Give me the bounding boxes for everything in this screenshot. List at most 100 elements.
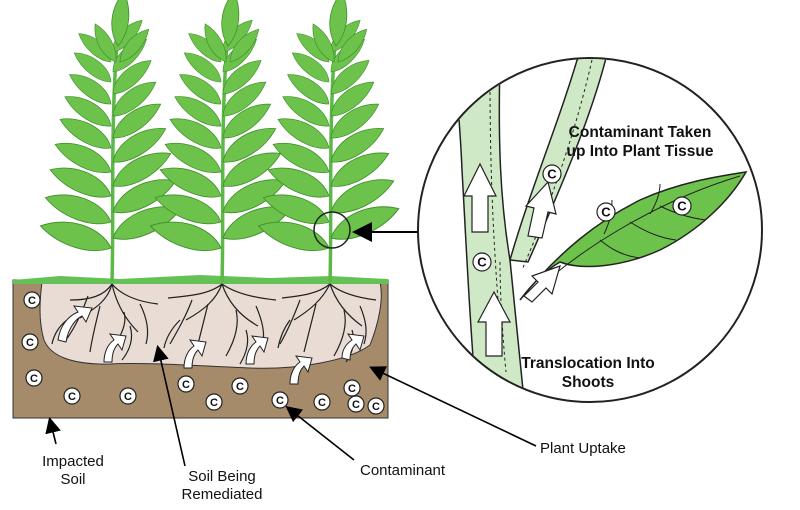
contaminant-marker: C bbox=[367, 397, 385, 415]
uptake-arrow bbox=[341, 333, 365, 361]
contaminant-marker: C bbox=[177, 375, 195, 393]
translocation-arrow bbox=[524, 180, 557, 239]
plant-leaf bbox=[330, 152, 390, 187]
translocation-arrow bbox=[463, 162, 497, 233]
pointer-arrows bbox=[45, 344, 537, 467]
contaminant-marker: C bbox=[63, 387, 81, 405]
plant-leaf bbox=[112, 81, 157, 117]
svg-text:C: C bbox=[348, 383, 356, 395]
contaminant-marker: C bbox=[347, 395, 365, 413]
plant-leaf bbox=[222, 128, 277, 163]
plant-leaf bbox=[39, 221, 112, 251]
uptake-arrow bbox=[245, 335, 269, 365]
plant-leaf bbox=[164, 142, 222, 174]
plant-leaf bbox=[204, 23, 227, 63]
svg-text:C: C bbox=[318, 397, 326, 409]
plant-leaf bbox=[282, 96, 330, 127]
plant-leaf bbox=[287, 74, 330, 105]
translocation-arrow bbox=[523, 265, 561, 303]
contaminant-marker: C bbox=[596, 202, 616, 222]
contaminant-marker: C bbox=[119, 387, 137, 405]
plant-leaf bbox=[174, 96, 222, 127]
plant-leaf bbox=[262, 194, 330, 225]
plant-leaf bbox=[73, 52, 112, 83]
label-soil-being-remediated: Soil Being Remediated bbox=[181, 468, 263, 503]
plant-leaf bbox=[154, 194, 222, 225]
plant-leaf bbox=[111, 0, 130, 47]
plants bbox=[39, 0, 400, 283]
plant-leaf bbox=[44, 194, 112, 225]
plant-leaf bbox=[54, 142, 112, 174]
svg-text:C: C bbox=[477, 255, 487, 270]
magnified-contaminants: C C C C bbox=[472, 164, 692, 272]
plant-leaf bbox=[221, 0, 240, 47]
plant-3 bbox=[257, 0, 400, 283]
plant-leaf bbox=[329, 0, 348, 47]
svg-text:C: C bbox=[26, 337, 34, 349]
svg-text:C: C bbox=[210, 397, 218, 409]
label-plant-uptake: Plant Uptake bbox=[540, 440, 626, 457]
svg-text:C: C bbox=[68, 391, 76, 403]
uptake-arrow bbox=[57, 305, 93, 343]
plant-leaf bbox=[119, 28, 150, 63]
plant-leaf bbox=[69, 74, 112, 105]
svg-text:C: C bbox=[601, 205, 611, 220]
uptake-arrow bbox=[103, 333, 127, 363]
svg-text:C: C bbox=[547, 167, 557, 182]
svg-text:C: C bbox=[28, 295, 36, 307]
magnified-view: C C C C bbox=[417, 57, 763, 403]
plant-leaf bbox=[272, 142, 330, 174]
plant-2 bbox=[149, 0, 292, 283]
arrow-impacted-soil bbox=[45, 416, 61, 445]
plant-leaf bbox=[312, 23, 335, 63]
contaminant-marker: C bbox=[23, 291, 41, 309]
plant-leaf bbox=[169, 118, 222, 149]
label-contaminant: Contaminant bbox=[360, 462, 446, 479]
plant-leaf bbox=[159, 167, 222, 198]
plant-leaf bbox=[112, 60, 152, 95]
contaminant-marker: C bbox=[25, 369, 43, 387]
plant-leaf bbox=[59, 118, 112, 149]
plant-leaf bbox=[179, 74, 222, 105]
plant-leaf bbox=[291, 52, 330, 83]
contaminant-marker: C bbox=[343, 379, 361, 397]
plant-leaf bbox=[222, 103, 272, 139]
plant-leaf bbox=[222, 81, 267, 117]
plant-leaf bbox=[149, 221, 222, 251]
svg-text:C: C bbox=[677, 199, 687, 214]
plant-leaf bbox=[330, 60, 370, 95]
plant-leaf bbox=[330, 81, 375, 117]
svg-text:C: C bbox=[236, 381, 244, 393]
arrow-soil-remediated bbox=[153, 344, 186, 467]
plant-leaf bbox=[112, 103, 162, 139]
svg-text:C: C bbox=[352, 399, 360, 411]
label-contaminant-taken-up: Contaminant Taken up Into Plant Tissue bbox=[566, 124, 714, 160]
contaminant-marker: C bbox=[542, 164, 562, 184]
remediated-soil-region bbox=[39, 281, 382, 369]
uptake-arrows bbox=[57, 305, 365, 385]
plant-leaf bbox=[94, 23, 117, 63]
translocation-arrow bbox=[477, 290, 511, 357]
contaminant-marker: C bbox=[231, 377, 249, 395]
contaminant-marker: C bbox=[672, 196, 692, 216]
uptake-arrow bbox=[289, 355, 313, 385]
arrow-plant-uptake bbox=[369, 366, 537, 447]
plant-leaf bbox=[330, 128, 385, 163]
arrow-contaminant bbox=[285, 406, 355, 461]
plant-leaf bbox=[183, 52, 222, 83]
svg-text:C: C bbox=[30, 373, 38, 385]
svg-text:C: C bbox=[372, 401, 380, 413]
grass-line bbox=[13, 275, 388, 284]
magnified-main-stem bbox=[454, 59, 527, 401]
plant-leaf bbox=[277, 118, 330, 149]
plant-leaf bbox=[112, 152, 172, 187]
plant-leaf bbox=[64, 96, 112, 127]
plant-leaf bbox=[330, 103, 380, 139]
svg-text:C: C bbox=[124, 391, 132, 403]
plant-leaf bbox=[222, 60, 262, 95]
plant-leaf bbox=[337, 28, 368, 63]
svg-text:C: C bbox=[276, 395, 284, 407]
contaminant-marker: C bbox=[21, 333, 39, 351]
plant-leaf bbox=[229, 28, 260, 63]
